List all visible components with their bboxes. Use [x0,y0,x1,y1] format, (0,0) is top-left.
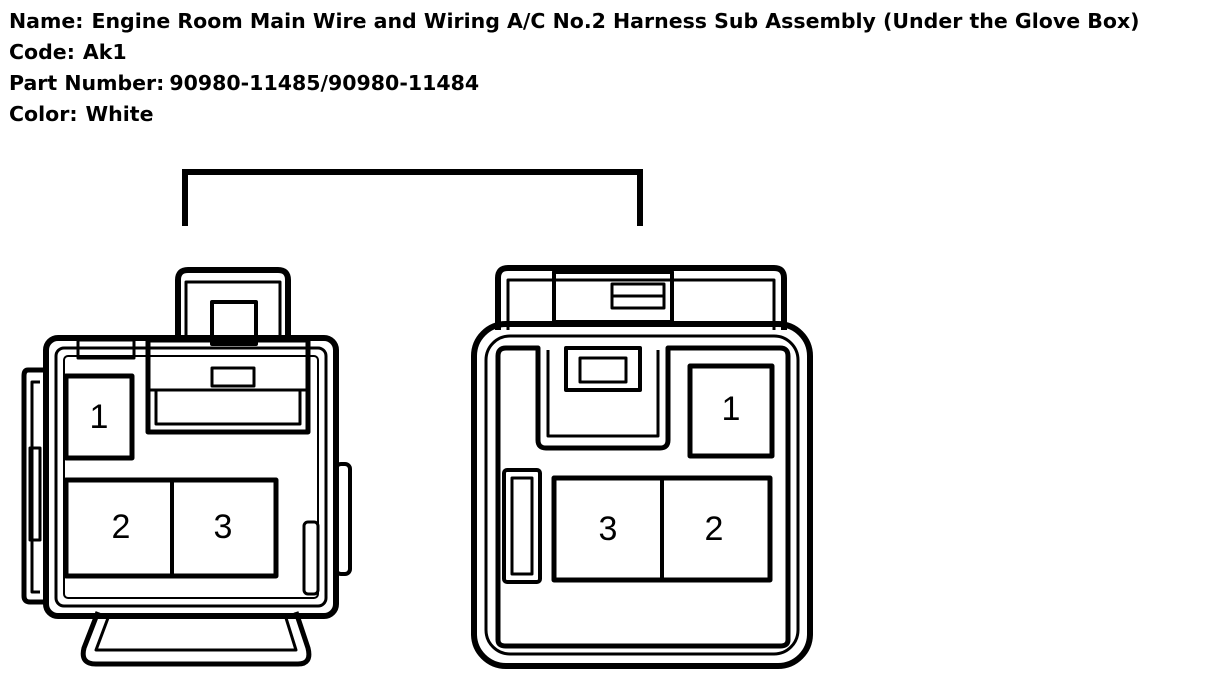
code-label: Code: [9,40,75,64]
color-row: Color: White [9,99,1209,130]
color-value: White [85,102,153,126]
right-pin-1-label: 1 [722,390,741,428]
left-pin-3-label: 3 [214,508,233,546]
part-number-row: Part Number:90980-11485/90980-11484 [9,68,1209,99]
left-connector [21,267,352,667]
right-cavity-1 [687,363,775,459]
left-cavity-1 [63,373,135,461]
mating-bracket [182,169,643,226]
part-number-label: Part Number: [9,71,165,95]
right-pin-3-label: 3 [599,510,618,548]
color-label: Color: [9,102,78,126]
left-pin-1-label: 1 [90,398,109,436]
right-connector [471,265,813,669]
connector-info: Name: Engine Room Main Wire and Wiring A/… [9,6,1209,130]
name-label: Name: [9,9,84,33]
right-pin-2-label: 2 [705,510,724,548]
code-value: Ak1 [82,40,127,64]
left-pin-2-label: 2 [112,508,131,546]
name-row: Name: Engine Room Main Wire and Wiring A/… [9,6,1209,37]
name-value: Engine Room Main Wire and Wiring A/C No.… [91,9,1140,33]
code-row: Code: Ak1 [9,37,1209,68]
part-number-value: 90980-11485/90980-11484 [169,71,480,95]
